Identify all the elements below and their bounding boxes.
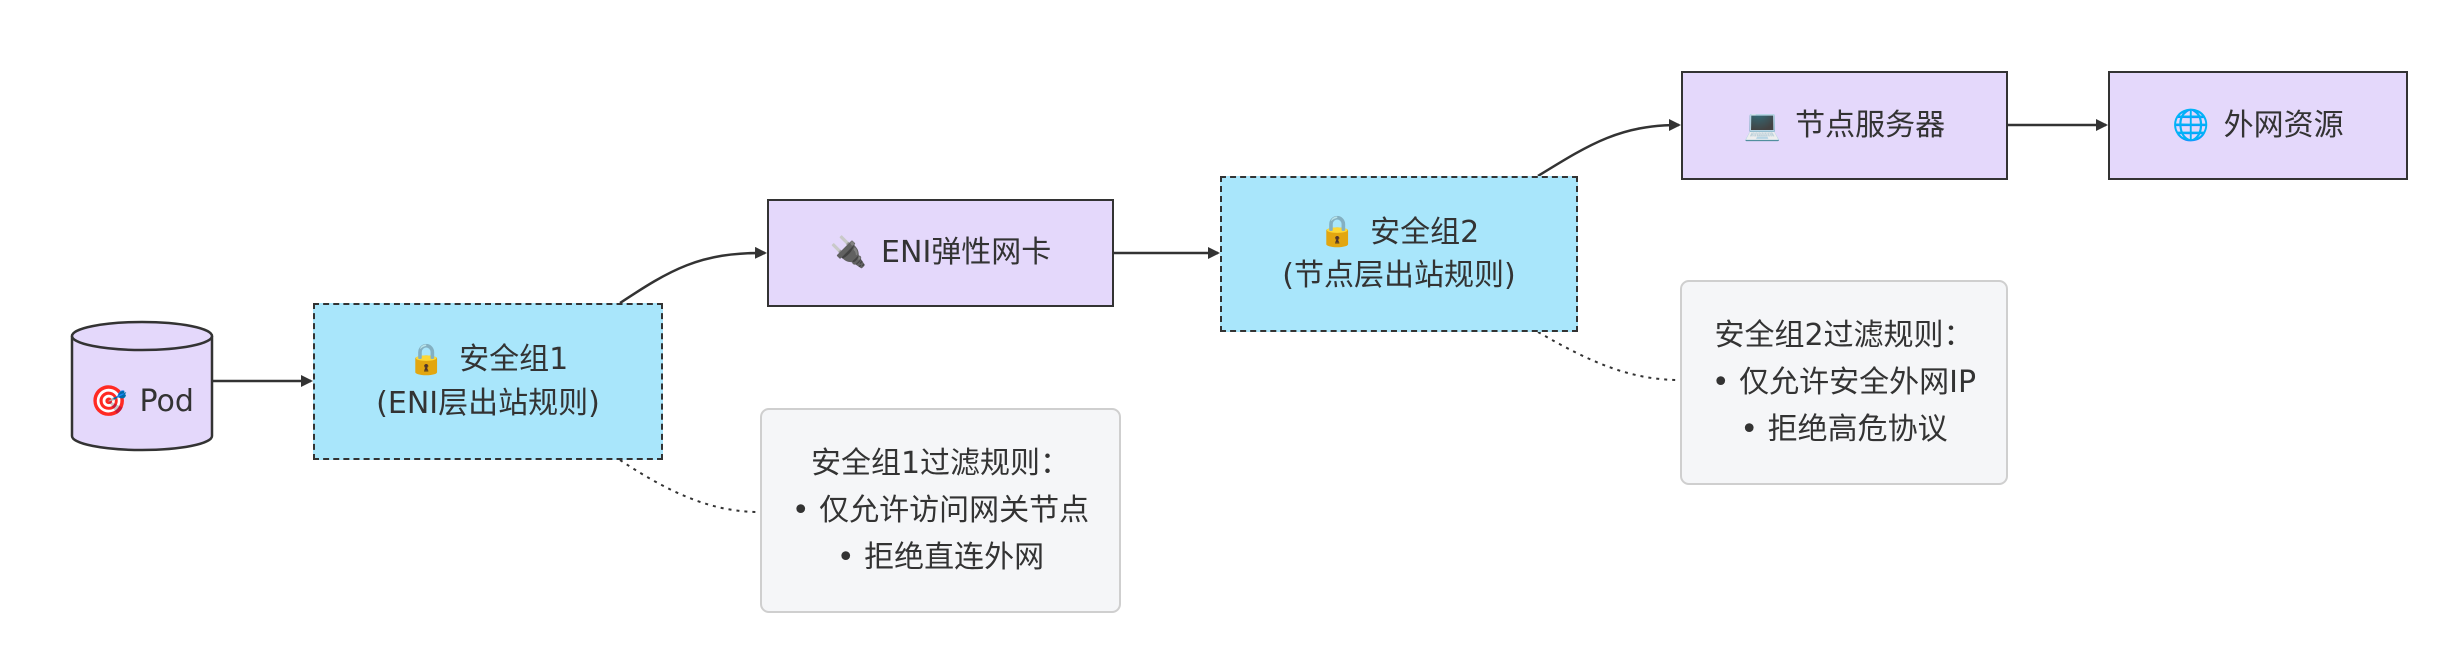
laptop-icon: 💻 [1743, 107, 1782, 143]
node-server-label: 节点服务器 [1795, 107, 1946, 143]
pod-node: 🎯 Pod [70, 372, 214, 432]
sg2-rules-note: 安全组2过滤规则： • 仅允许安全外网IP • 拒绝高危协议 [1680, 280, 2008, 485]
note2-connector [1537, 331, 1681, 381]
eni-node: 🔌 ENI弹性网卡 [767, 199, 1114, 307]
globe-icon: 🌐 [2172, 107, 2210, 143]
note2-item: • 仅允许安全外网IP [1711, 365, 1977, 400]
note1-item: • 仅允许访问网关节点 [791, 493, 1090, 528]
edge-sg2-to-node [1537, 119, 1681, 178]
internet-resources-node: 🌐 外网资源 [2108, 71, 2408, 180]
pod-label: Pod [139, 384, 194, 420]
pod-cylinder [70, 320, 214, 452]
plug-icon: 🔌 [829, 235, 868, 270]
edge-sg1-to-eni [619, 246, 767, 305]
sg1-title: 安全组1 [459, 342, 569, 377]
lock-icon: 🔒 [1318, 214, 1357, 250]
sg1-rules-note: 安全组1过滤规则： • 仅允许访问网关节点 • 拒绝直连外网 [760, 408, 1121, 613]
security-group-2-node: 🔒 安全组2 (节点层出站规则) [1220, 176, 1578, 332]
sg1-subtitle: (ENI层出站规则) [376, 385, 600, 421]
sg2-title: 安全组2 [1370, 214, 1480, 250]
eni-label: ENI弹性网卡 [881, 235, 1052, 271]
note2-title: 安全组2过滤规则： [1714, 318, 1974, 353]
note1-item: • 拒绝直连外网 [836, 540, 1045, 575]
lock-icon: 🔒 [407, 341, 446, 377]
note2-item: • 拒绝高危协议 [1740, 412, 1948, 447]
sg2-subtitle: (节点层出站规则) [1282, 258, 1516, 293]
security-group-1-node: 🔒 安全组1 (ENI层出站规则) [313, 303, 663, 460]
note1-connector [619, 459, 761, 513]
internet-label: 外网资源 [2223, 107, 2344, 143]
note1-title: 安全组1过滤规则： [810, 446, 1071, 481]
dart-target-icon: 🎯 [90, 384, 128, 419]
node-server-node: 💻 节点服务器 [1681, 71, 2008, 180]
